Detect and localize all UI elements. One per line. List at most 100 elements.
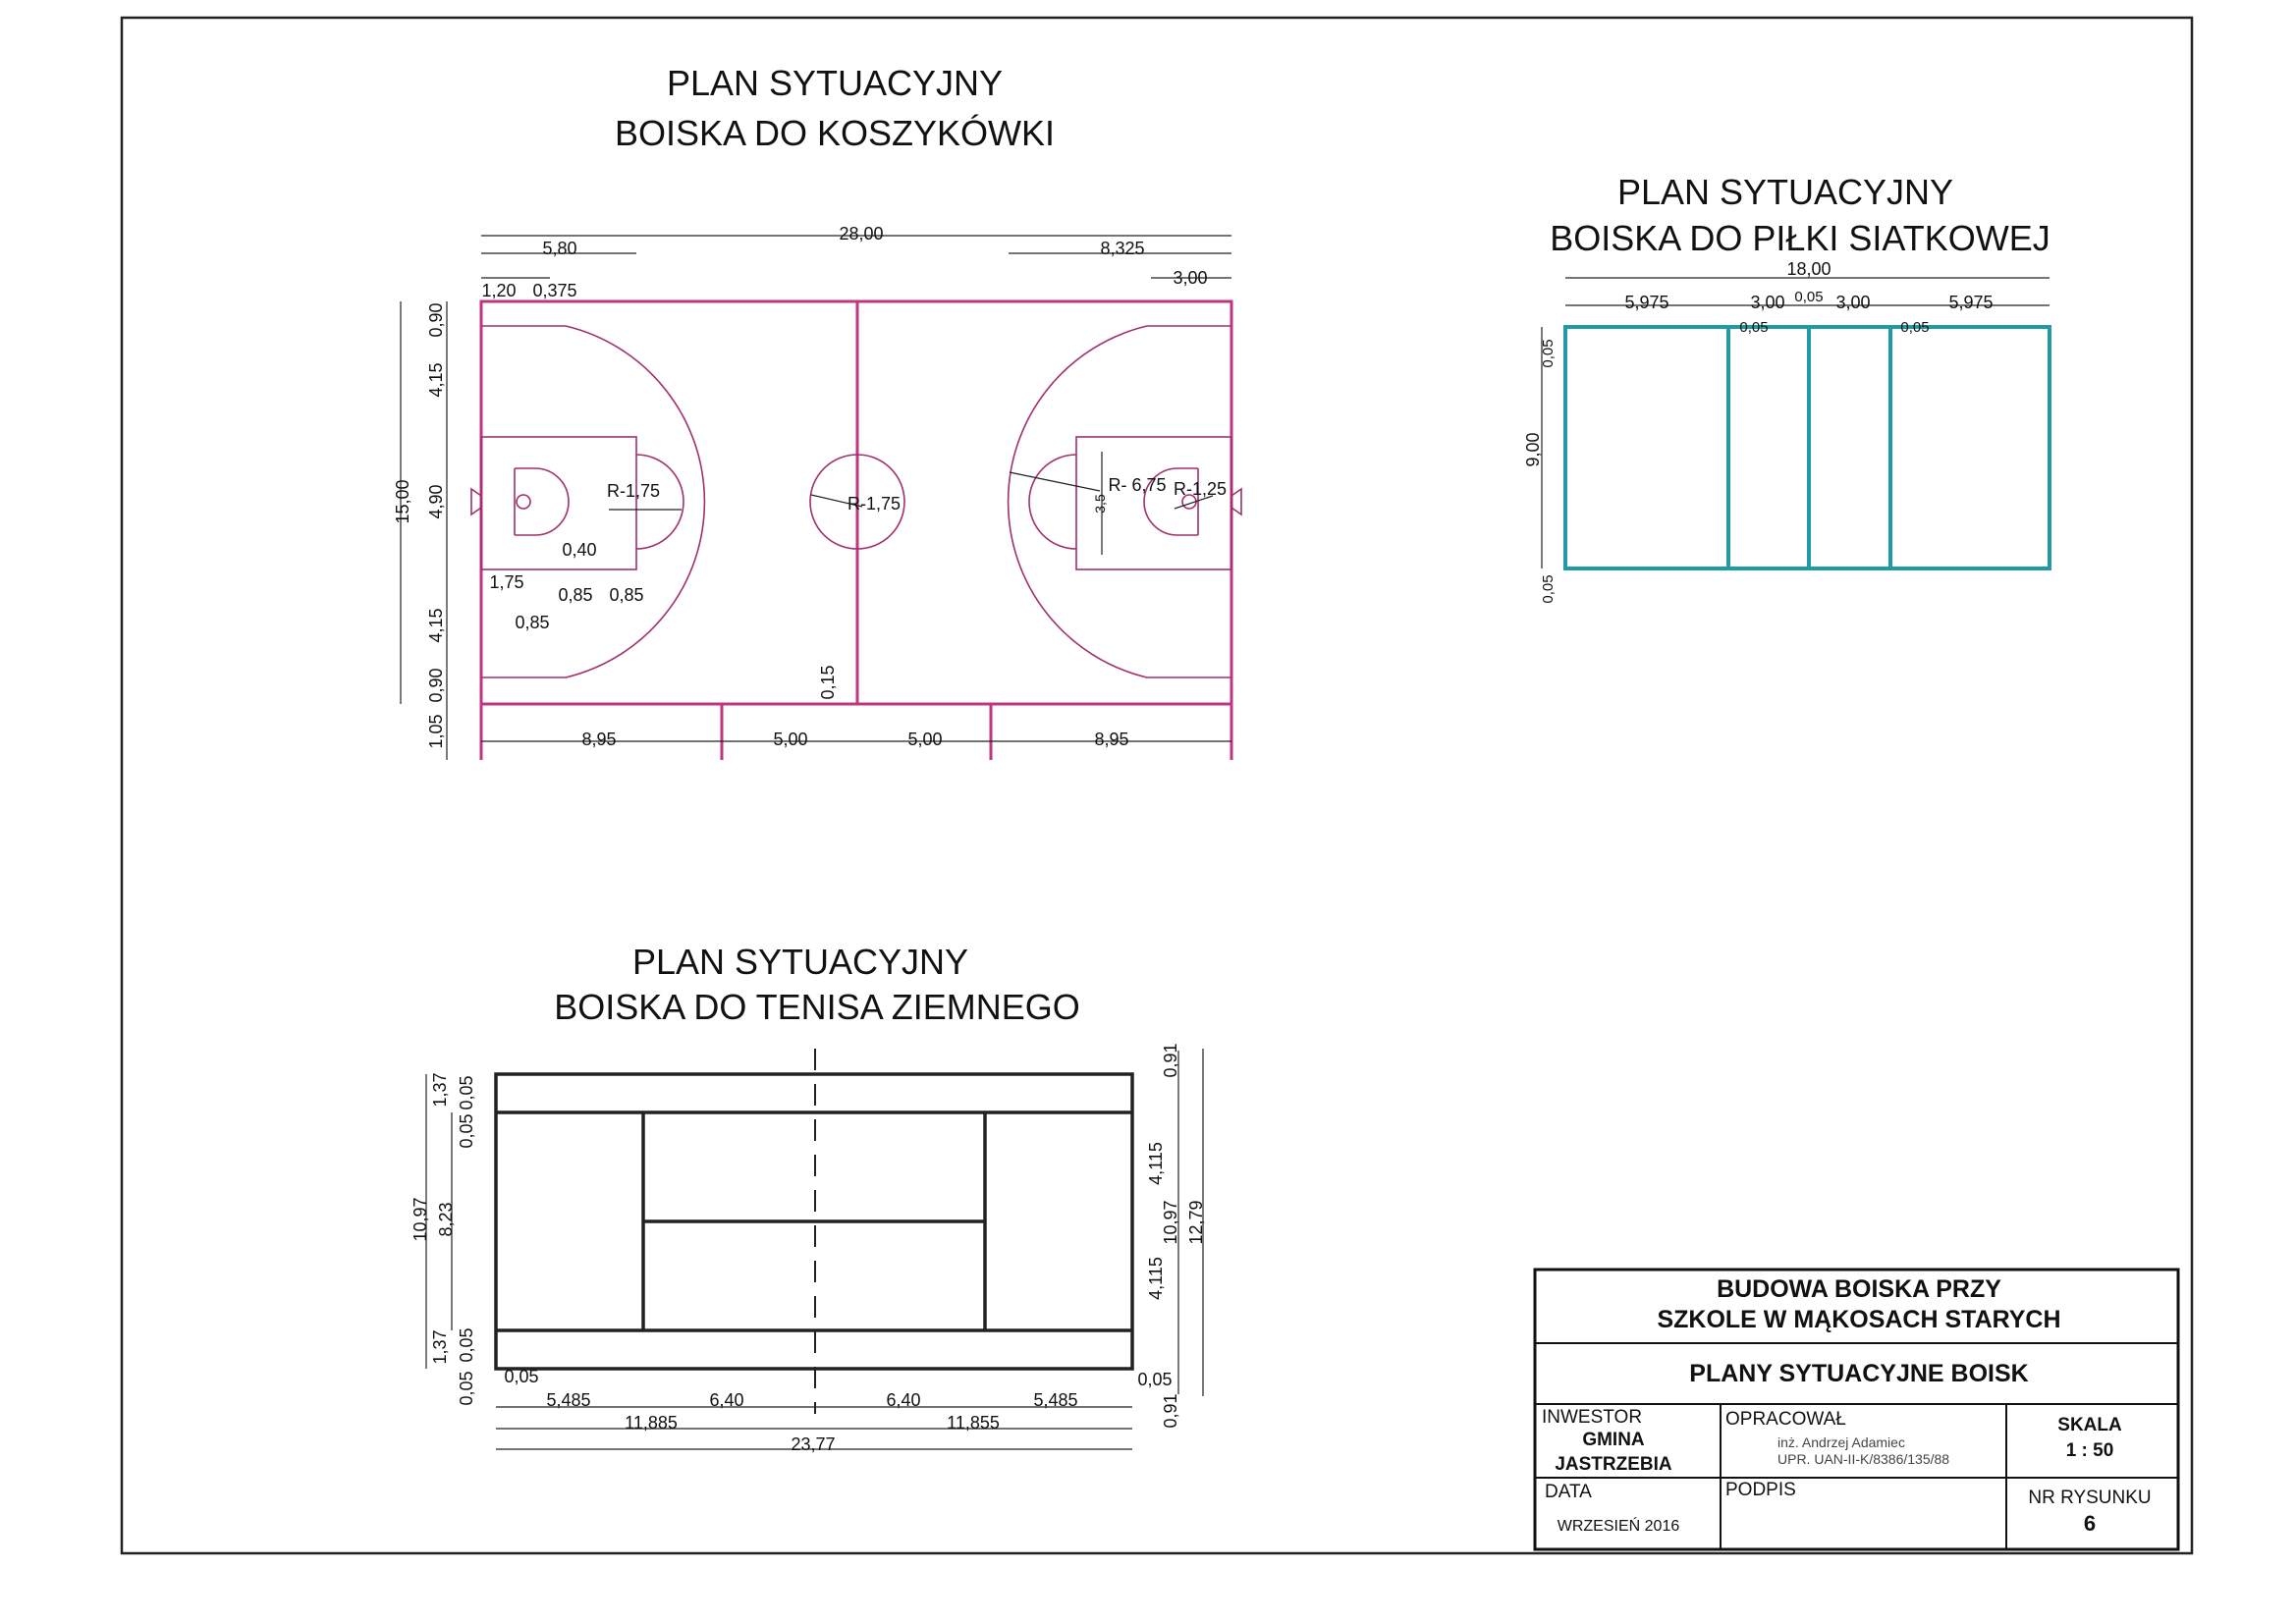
dimension-label: 1,37 [430, 1072, 450, 1107]
dimension-label: 0,91 [1161, 1393, 1180, 1428]
scale-label: SKALA [2057, 1415, 2122, 1435]
dimension-label: 0,90 [426, 668, 446, 702]
dimension-label: 18,00 [1786, 259, 1831, 279]
tennis-dimension-labels: 1,37 0,05 0,05 10,97 8,23 1,37 0,05 0,05… [410, 1043, 1206, 1454]
basketball-plan: PLAN SYTUACYJNY BOISKA DO KOSZYKÓWKI [393, 63, 1242, 760]
dimension-label: R-1,25 [1174, 479, 1227, 499]
dimension-label: 0,05 [1739, 319, 1768, 336]
dimension-label: 0,375 [532, 281, 576, 300]
dimension-label: 0,05 [457, 1075, 476, 1109]
dimension-label: 0,40 [562, 540, 596, 560]
project-title-line2: SZKOLE W MĄKOSACH STARYCH [1657, 1306, 2060, 1333]
dimension-label: 0,05 [504, 1367, 538, 1386]
dimension-label: 6,40 [709, 1390, 743, 1410]
dimension-label: 0,05 [1540, 339, 1557, 367]
drawing-line [810, 494, 863, 508]
tennis-plan: PLAN SYTUACYJNY BOISKA DO TENISA ZIEMNEG… [410, 942, 1206, 1454]
drawing-line [470, 487, 482, 516]
dimension-label: 0,05 [1794, 289, 1823, 305]
dimension-label: 8,325 [1100, 239, 1144, 258]
drawing-title: PLANY SYTUACYJNE BOISK [1689, 1360, 2028, 1387]
dimension-label: 0,90 [426, 302, 446, 337]
dimension-label: 8,95 [581, 730, 616, 749]
dimension-label: 1,05 [426, 714, 446, 748]
dimension-label: 8,23 [436, 1202, 456, 1236]
dimension-label: 5,485 [1033, 1390, 1077, 1410]
author-name: inż. Andrzej Adamiec [1777, 1434, 1905, 1450]
author-license: UPR. UAN-II-K/8386/135/88 [1777, 1451, 1949, 1467]
project-title-line1: BUDOWA BOISKA PRZY [1717, 1275, 2001, 1303]
dimension-label: 3,00 [1835, 293, 1870, 312]
dimension-label: 0,05 [457, 1327, 476, 1362]
dimension-label: 3,00 [1750, 293, 1784, 312]
tennis-dimension-lines [425, 1049, 1204, 1450]
dimension-label: 4,115 [1146, 1257, 1166, 1300]
dimension-label: 0,05 [457, 1371, 476, 1405]
volleyball-court [1563, 325, 2051, 570]
basketball-title-line1: PLAN SYTUACYJNY [667, 63, 1003, 103]
dimension-label: 4,90 [426, 484, 446, 518]
basketball-dimension-lines [400, 235, 1231, 760]
center-circle [809, 454, 905, 550]
dimension-label: 0,85 [515, 613, 549, 632]
drawing-number-label: NR RYSUNKU [2028, 1488, 2151, 1508]
dimension-label: 0,85 [609, 585, 643, 605]
dimension-label: 3,00 [1173, 268, 1207, 288]
title-block: BUDOWA BOISKA PRZY SZKOLE W MĄKOSACH STA… [1533, 1268, 2180, 1551]
volleyball-title-line1: PLAN SYTUACYJNY [1617, 172, 1953, 212]
dimension-label: 11,885 [625, 1413, 678, 1433]
dimension-label: 0,05 [1137, 1370, 1172, 1389]
dimension-label: 0,85 [558, 585, 592, 605]
tennis-court [494, 1049, 1134, 1414]
dimension-label: 6,40 [886, 1390, 920, 1410]
dimension-label: 11,855 [947, 1413, 1000, 1433]
drawing-line [1230, 487, 1242, 516]
left-three-point-line [481, 325, 706, 678]
basketball-court [470, 299, 1242, 760]
dimension-label: R-1,75 [607, 481, 660, 501]
investor-line2: JASTRZEBIA [1555, 1454, 1672, 1475]
dimension-label: 10,97 [410, 1197, 430, 1241]
signature-label: PODPIS [1725, 1480, 1796, 1500]
date-label: DATA [1545, 1482, 1592, 1502]
dimension-label: 5,00 [773, 730, 807, 749]
dimension-label: 0,05 [457, 1113, 476, 1148]
volleyball-dimension-labels: 18,00 5,975 3,00 0,05 3,00 5,975 0,05 0,… [1523, 259, 1994, 604]
dimension-label: 10,97 [1161, 1200, 1180, 1244]
dimension-label: 5,975 [1624, 293, 1668, 312]
author-label: OPRACOWAŁ [1725, 1409, 1846, 1430]
dimension-label: 4,15 [426, 362, 446, 397]
dimension-label: 1,75 [489, 572, 523, 592]
dimension-label: 0,91 [1161, 1043, 1180, 1077]
dimension-label: 5,00 [907, 730, 942, 749]
basketball-title-line2: BOISKA DO KOSZYKÓWKI [615, 113, 1055, 153]
dimension-label: 4,15 [426, 608, 446, 642]
dimension-label: 8,95 [1094, 730, 1128, 749]
dimension-label: 5,80 [542, 239, 576, 258]
drawing-line [1174, 495, 1214, 510]
drawing-line [1143, 467, 1198, 536]
tennis-title-line2: BOISKA DO TENISA ZIEMNEGO [554, 987, 1079, 1027]
dimension-label: R-1,75 [847, 494, 901, 514]
sheet-frame [120, 16, 2194, 1555]
drawing-line [635, 454, 684, 550]
dimension-label: 23,77 [791, 1434, 835, 1454]
drawing-line [1028, 454, 1077, 550]
scale-value: 1 : 50 [2066, 1440, 2114, 1461]
dimension-label: 1,37 [430, 1329, 450, 1364]
right-three-point-line [1007, 325, 1231, 678]
dimension-label: 28,00 [839, 224, 883, 243]
volleyball-title-line2: BOISKA DO PIŁKI SIATKOWEJ [1550, 218, 2050, 258]
dimension-label: 12,79 [1186, 1200, 1206, 1244]
volleyball-plan: PLAN SYTUACYJNY BOISKA DO PIŁKI SIATKOWE… [1523, 172, 2051, 604]
drawing-number-value: 6 [2084, 1511, 2096, 1536]
dimension-label: 5,975 [1948, 293, 1993, 312]
dimension-label: 1,20 [481, 281, 516, 300]
investor-label: INWESTOR [1542, 1407, 1642, 1428]
left-basket [516, 494, 531, 510]
dimension-label: R- 6,75 [1108, 475, 1166, 495]
dimension-label: 0,15 [818, 665, 838, 699]
drawing-line [515, 467, 570, 536]
dimension-label: 0,05 [1540, 574, 1557, 603]
